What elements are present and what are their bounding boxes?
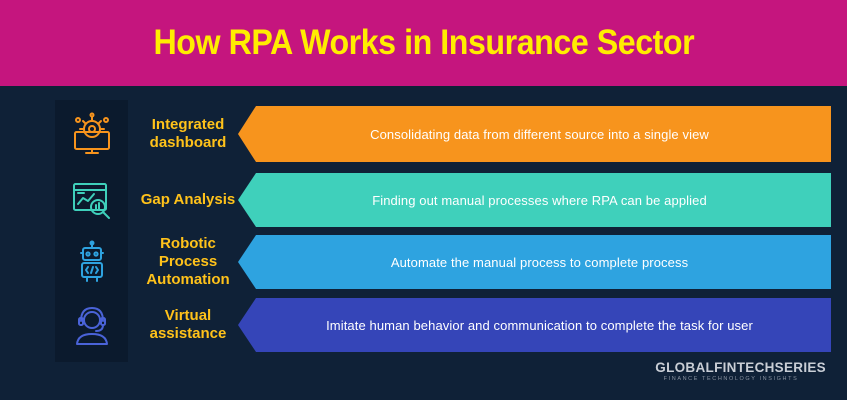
step-row-integrated-dashboard: Integrated dashboard Consolidating data …	[0, 106, 847, 162]
step-row-virtual-assistance: Virtual assistance Imitate human behavio…	[0, 298, 847, 352]
step-description-gap-analysis: Finding out manual processes where RPA c…	[372, 192, 707, 208]
analysis-magnifier-icon	[60, 173, 124, 227]
step-label-virtual-assistance: Virtual assistance	[149, 307, 227, 342]
robot-icon	[60, 235, 124, 289]
step-description-virtual-assistance: Imitate human behavior and communication…	[326, 317, 753, 333]
step-label-robotic-process-automation: Robotic Process Automation	[146, 235, 230, 288]
step-description-integrated-dashboard: Consolidating data from different source…	[370, 126, 709, 142]
step-description-robotic-process-automation: Automate the manual process to complete …	[390, 254, 689, 270]
step-label-integrated-dashboard: Integrated dashboard	[149, 116, 227, 151]
page-title: How RPA Works in Insurance Sector	[153, 23, 694, 62]
brand-logo-tagline: FINANCE TECHNOLOGY INSIGHTS	[663, 376, 799, 382]
step-band-integrated-dashboard: Consolidating data from different source…	[238, 106, 831, 162]
content-area: Integrated dashboard Consolidating data …	[0, 86, 847, 400]
header-banner: How RPA Works in Insurance Sector	[0, 0, 847, 86]
brand-logo-name: GLOBALFINTECHSERIES	[655, 360, 826, 375]
step-row-gap-analysis: Gap Analysis Finding out manual processe…	[0, 173, 847, 227]
dashboard-gear-icon	[60, 106, 124, 162]
step-band-robotic-process-automation: Automate the manual process to complete …	[238, 235, 831, 289]
step-row-robotic-process-automation: Robotic Process Automation Automate the …	[0, 235, 847, 289]
step-label-gap-analysis: Gap Analysis	[140, 191, 236, 208]
headset-agent-icon	[60, 298, 124, 352]
brand-logo: GLOBALFINTECHSERIES FINANCE TECHNOLOGY I…	[636, 360, 826, 382]
step-band-gap-analysis: Finding out manual processes where RPA c…	[238, 173, 831, 227]
step-band-virtual-assistance: Imitate human behavior and communication…	[238, 298, 831, 352]
icon-column	[55, 100, 128, 362]
